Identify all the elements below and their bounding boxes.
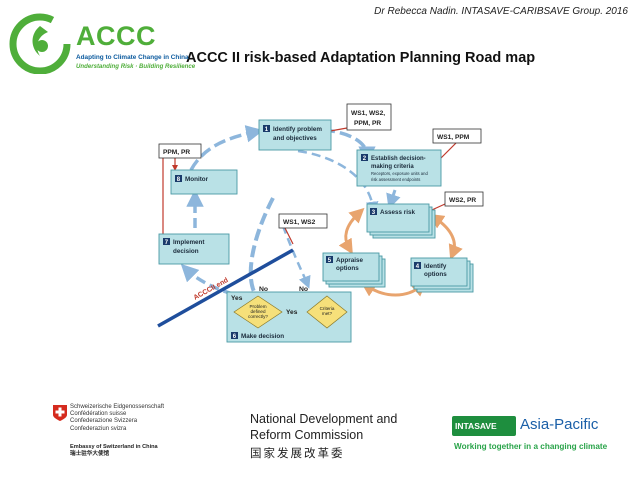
ndrc-name-line2: Reform Commission	[250, 428, 364, 442]
svg-text:defined: defined	[250, 309, 266, 314]
svg-text:WS1, WS2,: WS1, WS2,	[351, 110, 385, 117]
intasave-logo-badge	[452, 416, 516, 436]
svg-text:1: 1	[265, 127, 269, 133]
ndrc-name-line1: National Development and	[250, 412, 398, 426]
svg-text:Identify: Identify	[424, 263, 447, 270]
svg-text:decision: decision	[173, 248, 199, 255]
cycle-arrow-inner-left	[281, 225, 311, 289]
step-2-decision-criteria: 2 Establish decision- making criteria Re…	[356, 149, 442, 187]
callout-ws1-ws2: WS1, WS2	[278, 213, 328, 229]
swiss-confederation-names: Schweizerische Eidgenossenschaft Confédé…	[70, 404, 165, 432]
swiss-embassy: Embassy of Switzerland in China 瑞士驻华大使馆	[70, 444, 158, 457]
svg-text:5: 5	[328, 258, 332, 264]
svg-text:Implement: Implement	[173, 239, 205, 246]
svg-text:making criteria: making criteria	[371, 164, 414, 170]
svg-text:Establish decision-: Establish decision-	[371, 156, 426, 162]
orange-arrow-left	[338, 207, 365, 255]
diamond-problem-defined	[233, 295, 283, 329]
svg-text:2: 2	[363, 156, 367, 162]
callout-ws2-pr: WS2, PR	[444, 191, 484, 207]
svg-text:Receptors, exposure units and: Receptors, exposure units and	[371, 171, 428, 176]
svg-text:Criteria: Criteria	[320, 306, 335, 311]
svg-text:3: 3	[372, 210, 376, 216]
svg-text:WS2, PR: WS2, PR	[449, 197, 476, 204]
label-yes-middle: Yes	[286, 309, 298, 316]
svg-text:Make decision: Make decision	[241, 333, 284, 340]
intasave-slogan: Working together in a changing climate	[454, 442, 608, 451]
accc-logo-icon	[9, 13, 71, 74]
svg-text:WS1, WS2: WS1, WS2	[283, 219, 316, 226]
svg-text:met?: met?	[322, 311, 333, 316]
step-1-identify-problem: 1 Identify problem and objectives	[258, 119, 332, 151]
svg-text:options: options	[424, 271, 447, 278]
svg-text:risk assessment endpoints: risk assessment endpoints	[371, 177, 420, 182]
callout-ppm-pr: PPM, PR	[158, 143, 202, 159]
ndrc-name-chinese: 国家发展改革委	[250, 448, 345, 460]
svg-text:6: 6	[233, 334, 237, 340]
svg-text:8: 8	[177, 177, 181, 183]
step-5-appraise-options: 5 Appraise options	[322, 252, 386, 288]
svg-text:Monitor: Monitor	[185, 176, 209, 183]
callout-ws1-ppm: WS1, PPM	[432, 128, 482, 144]
swiss-flag-icon	[53, 405, 67, 421]
svg-text:correctly?: correctly?	[248, 314, 268, 319]
svg-text:4: 4	[416, 264, 420, 270]
step-6-make-decision: Yes Problem defined correctly? Yes Crite…	[226, 291, 352, 343]
step-4-identify-options: 4 Identify options	[410, 257, 474, 293]
callout-arrow-ws	[284, 227, 294, 245]
slide-title: ACCC II risk-based Adaptation Planning R…	[186, 50, 536, 66]
svg-text:7: 7	[165, 240, 169, 246]
callout-ws1-ws2-ppm-pr: WS1, WS2, PPM, PR	[346, 103, 392, 131]
svg-text:options: options	[336, 265, 359, 272]
label-yes-left: Yes	[231, 295, 243, 302]
orange-arrow-right	[428, 213, 463, 260]
cycle-arrow-inner-top	[297, 149, 379, 215]
diamond-criteria-met	[306, 295, 348, 329]
svg-text:PPM, PR: PPM, PR	[354, 120, 381, 127]
intasave-brand: INTASAVE	[455, 421, 497, 431]
accc-end-line	[157, 248, 294, 328]
svg-text:Assess risk: Assess risk	[380, 209, 416, 216]
step-8-monitor: 8 Monitor	[170, 169, 238, 195]
label-no-right: No	[299, 286, 308, 293]
author-credit: Dr Rebecca Nadin. INTASAVE-CARIBSAVE Gro…	[374, 6, 628, 17]
svg-text:Problem: Problem	[249, 304, 266, 309]
label-no-left: No	[259, 286, 268, 293]
svg-text:Identify problem: Identify problem	[273, 126, 322, 133]
step-3-assess-risk: 3 Assess risk	[366, 203, 436, 239]
intasave-region: Asia-Pacific	[520, 416, 599, 433]
accc-subtitle: Adapting to Climate Change in China	[76, 54, 189, 61]
step-7-implement-decision: 7 Implement decision	[158, 233, 230, 265]
cycle-arrow-top-left	[189, 125, 264, 171]
accc-wordmark: ACCC	[76, 21, 156, 51]
accc-tagline: Understanding Risk · Building Resilience	[76, 63, 196, 70]
roadmap-diagram: ACCCII end WS1, WS2, PPM, PR WS1, PPM WS…	[157, 103, 484, 343]
svg-text:WS1, PPM: WS1, PPM	[437, 134, 470, 141]
cycle-arrow-assess	[386, 189, 401, 210]
svg-text:PPM, PR: PPM, PR	[163, 149, 190, 156]
svg-text:Appraise: Appraise	[336, 257, 363, 264]
cycle-arrow-bottom-left	[180, 263, 234, 296]
svg-text:and objectives: and objectives	[273, 135, 317, 142]
